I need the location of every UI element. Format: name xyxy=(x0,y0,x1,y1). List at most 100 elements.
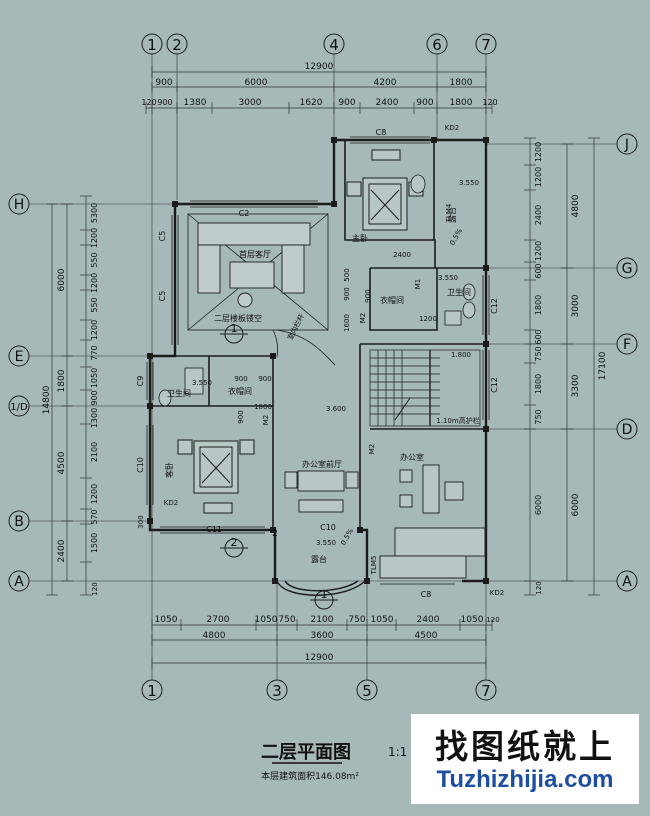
hall-sofa xyxy=(284,470,359,513)
room-label-guest-bath: 卫生间 xyxy=(167,388,191,398)
dim-right-detail: 1800 xyxy=(534,295,543,315)
door-tag: M1 xyxy=(414,279,422,290)
level-mark: 1.800 xyxy=(451,351,471,359)
axis-label-right: D xyxy=(622,422,633,438)
axis-label-left: B xyxy=(14,514,24,530)
window-tag: C12 xyxy=(490,377,499,393)
window-tag: C5 xyxy=(158,231,167,242)
interior-dim: 1800 xyxy=(254,403,272,411)
sofa-set xyxy=(197,222,311,308)
level-mark: 3.550 xyxy=(438,274,458,282)
interior-dim: 900 xyxy=(364,289,372,302)
window-tag: C10 xyxy=(320,523,336,532)
room-label-guest-wardrobe: 衣帽间 xyxy=(228,386,252,396)
dim-bottom-detail: 2400 xyxy=(417,615,440,625)
interior-dim: 500 xyxy=(343,268,351,281)
axis-label-top: 2 xyxy=(172,36,182,54)
interior-dim: 1600 xyxy=(343,314,351,332)
dim-left: 2400 xyxy=(57,539,67,562)
door-tag: M2 xyxy=(262,415,270,426)
floor-area-note: 本层建筑面积146.08m² xyxy=(261,770,359,782)
section-markers xyxy=(220,324,338,610)
room-label-office: 办公室 xyxy=(400,452,424,462)
door-tag: TLM5 xyxy=(370,556,378,576)
drawing-scale: 1:1 xyxy=(388,745,407,759)
dim-right-detail: 750 xyxy=(534,346,543,361)
dim-bottom-detail: 1050 xyxy=(155,615,178,625)
structural-columns xyxy=(147,137,489,584)
axis-label-right: J xyxy=(624,137,629,153)
dim-top-detail: 1380 xyxy=(184,98,207,108)
drawing-title: 二层平面图 xyxy=(261,742,351,763)
dim-top-detail: 1800 xyxy=(450,98,473,108)
dim-top-detail: 1620 xyxy=(300,98,323,108)
watermark-chinese: 找图纸就上 xyxy=(435,727,615,766)
room-label-balcony-s: 露台 xyxy=(311,554,327,564)
dim-top: 1800 xyxy=(450,78,473,88)
dim-left-detail: 120 xyxy=(91,582,99,595)
interior-dim: 900 xyxy=(237,410,245,423)
dim-top-detail: 3000 xyxy=(239,98,262,108)
axis-label-right: F xyxy=(623,337,631,353)
axis-label-bottom: 7 xyxy=(481,682,491,700)
interior-dim: 1200 xyxy=(419,315,437,323)
dim-top: 900 xyxy=(155,78,172,88)
dim-left-detail: 1200 xyxy=(90,484,99,504)
dim-right-detail: 1200 xyxy=(534,241,543,261)
axis-label-bottom: 3 xyxy=(272,682,282,700)
interior-dim: 2400 xyxy=(393,251,411,259)
dim-left-detail: 770 xyxy=(90,345,99,360)
room-label-office-hall: 办公室前厅 xyxy=(302,459,342,469)
dim-right-detail: 2400 xyxy=(534,205,543,225)
dim-bottom-detail: 1050 xyxy=(371,615,394,625)
dim-right-detail: 6000 xyxy=(534,495,543,515)
level-mark: 3.550 xyxy=(316,539,336,547)
door-tag: KD2 xyxy=(490,589,504,597)
window-tag: C8 xyxy=(421,590,432,599)
level-mark: 3.550 xyxy=(459,179,479,187)
room-label-guest-bed: 客卧 xyxy=(164,462,174,478)
dim-left-detail: 1200 xyxy=(90,273,99,293)
dim-right-detail: 750 xyxy=(534,409,543,424)
dim-bottom: 4800 xyxy=(203,631,226,641)
dim-left-detail: 570 xyxy=(90,509,99,524)
dim-top-detail: 900 xyxy=(338,98,355,108)
window-openings xyxy=(146,136,490,585)
interior-dim: 900 xyxy=(234,375,247,383)
level-mark: 3.550 xyxy=(192,379,212,387)
window-tag: C10 xyxy=(136,457,145,473)
level-mark: 3.600 xyxy=(326,405,346,413)
window-tag: C8 xyxy=(376,128,387,137)
dim-bottom: 3600 xyxy=(311,631,334,641)
door-tag: M2 xyxy=(368,444,376,455)
dim-left-detail: 1300 xyxy=(90,408,99,428)
dim-right-detail: 120 xyxy=(535,581,543,594)
dim-top-detail: 120 xyxy=(141,98,156,107)
dim-right-detail: 1200 xyxy=(534,167,543,187)
dim-right-detail: 1200 xyxy=(534,142,543,162)
dim-top-detail: 900 xyxy=(157,98,172,107)
dim-right-detail: 600 xyxy=(534,329,543,344)
dim-bottom-detail: 750 xyxy=(278,615,295,625)
dim-top-detail: 120 xyxy=(482,98,497,107)
window-tag: C12 xyxy=(490,298,499,314)
room-label-upper-void: 二层楼板镂空 xyxy=(214,313,262,323)
right-dimension-lines xyxy=(524,137,600,596)
bottom-dimension-lines xyxy=(151,619,493,669)
dim-left-detail: 550 xyxy=(90,252,99,267)
dim-right-total: 17100 xyxy=(598,351,608,380)
room-label-wardrobe: 衣帽间 xyxy=(380,295,404,305)
axis-label-bottom: 5 xyxy=(362,682,372,700)
dim-left-detail: 1050 xyxy=(90,368,99,388)
axis-label-left: H xyxy=(14,197,25,213)
room-label-living-void: 首层客厅 xyxy=(239,249,271,259)
dim-bottom-total: 12900 xyxy=(305,653,334,663)
door-tag: KD2 xyxy=(445,124,459,132)
bath-fixtures xyxy=(158,174,476,407)
dim-left: 1800 xyxy=(57,369,67,392)
door-tag: KD2 xyxy=(164,499,178,507)
axis-label-top: 4 xyxy=(329,36,339,54)
axis-label-top: 6 xyxy=(432,36,442,54)
